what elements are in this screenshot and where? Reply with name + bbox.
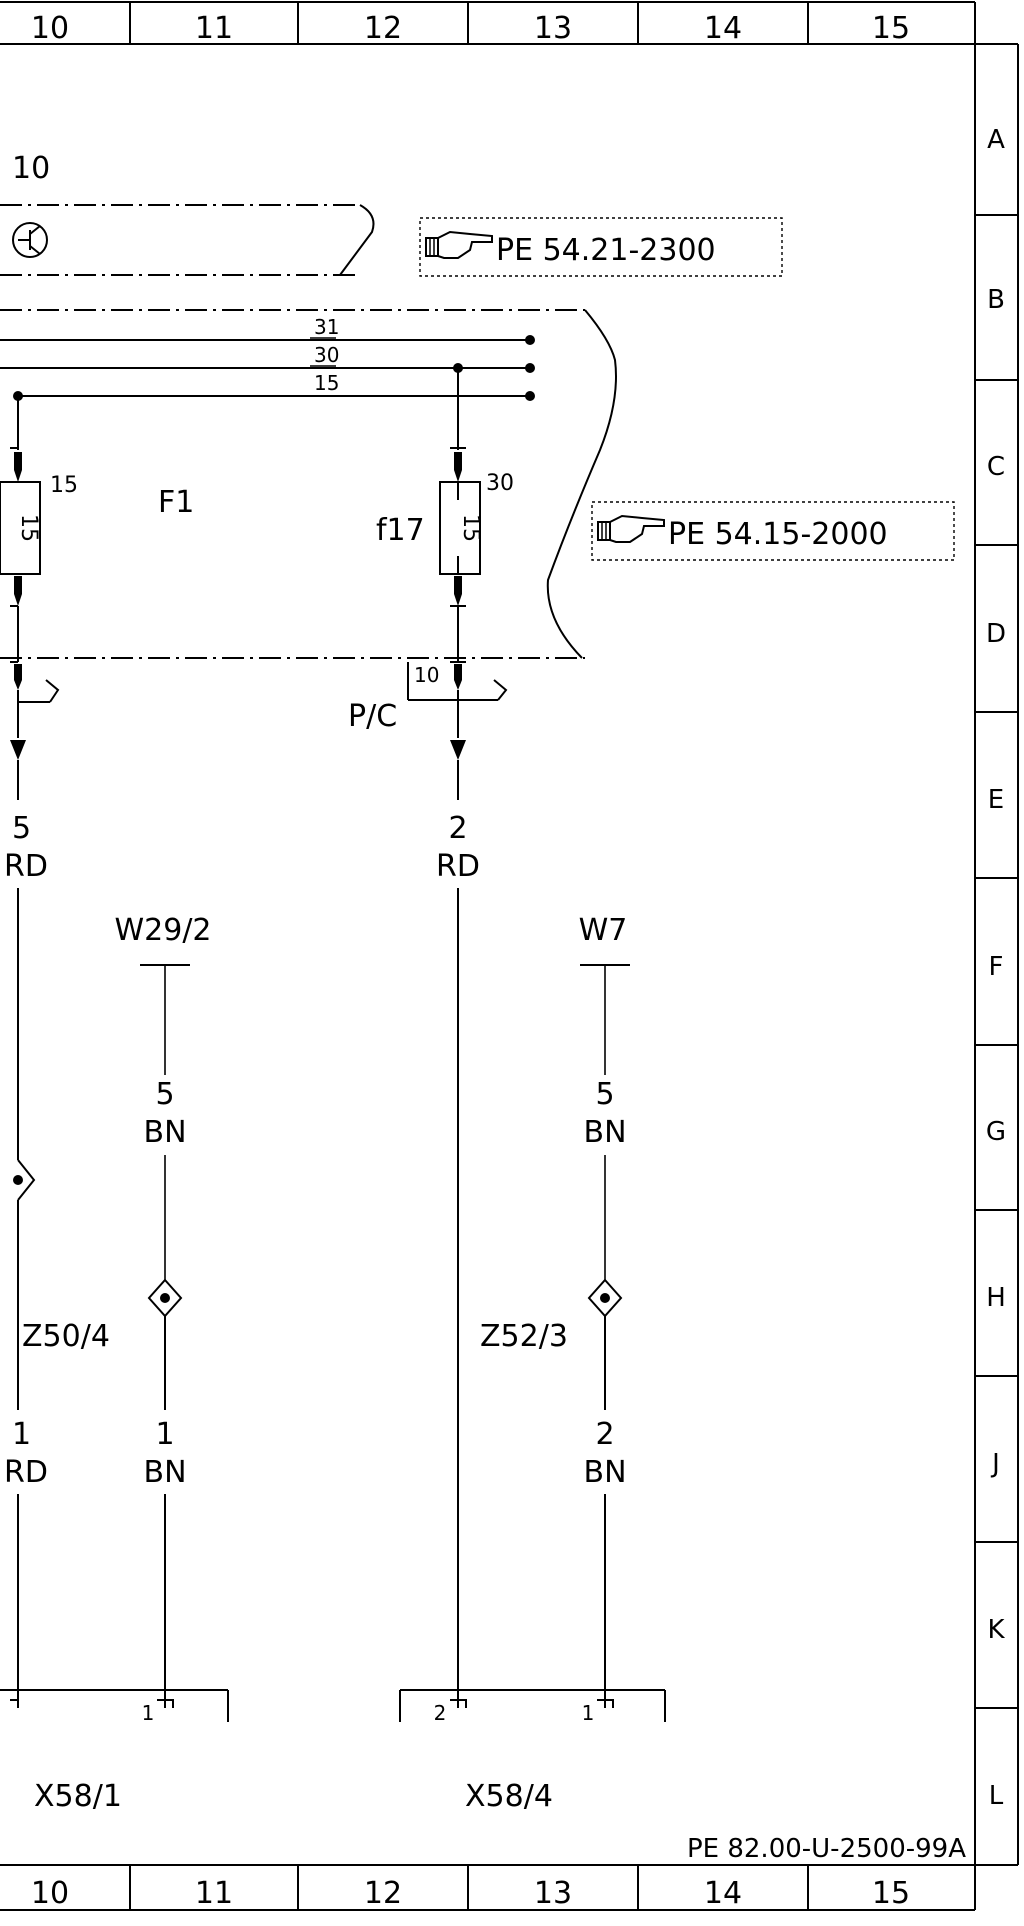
x58-4-pin-2: 2 [434, 1701, 447, 1725]
z52-wire-size: 2 [595, 1417, 614, 1452]
w7-wire-color: BN [583, 1115, 626, 1150]
pc-label: P/C [348, 699, 397, 734]
col-label-12-bottom: 12 [364, 1876, 402, 1911]
column-ruler-bottom: 10 11 12 13 14 15 [31, 1865, 910, 1911]
fuse-f17-label: f17 [376, 513, 425, 548]
col-label-14: 14 [704, 11, 742, 46]
row-label-d: D [986, 619, 1006, 649]
pointing-hand-icon [425, 230, 493, 259]
col-label-14-bottom: 14 [704, 1876, 742, 1911]
row-label-g: G [986, 1117, 1006, 1147]
fuse-box-f1: F1 [0, 309, 617, 659]
connector-x58-4: 2 1 X58/4 [399, 1689, 666, 1814]
connector-x58-1-label: X58/1 [34, 1779, 122, 1814]
fuse-f17-terminal: 30 [486, 471, 514, 496]
fuse-f17: 15 f17 30 [376, 368, 514, 690]
reference-box-b[interactable]: PE 54.21-2300 [419, 217, 783, 277]
bus-30-label: 30 [314, 343, 339, 367]
fuse-left: 15 15 [0, 396, 78, 800]
pc-connector: 10 P/C [348, 662, 508, 800]
row-label-b: B [987, 285, 1005, 315]
row-ruler-right: A B C D E F G H J K L [975, 125, 1018, 1811]
z50-wire-color: BN [143, 1455, 186, 1490]
row-label-c: C [987, 452, 1005, 482]
col-label-10: 10 [31, 11, 69, 46]
row-label-l: L [989, 1781, 1004, 1811]
col-label-12: 12 [364, 11, 402, 46]
center-wire-size: 2 [448, 811, 467, 846]
col-label-15-bottom: 15 [872, 1876, 910, 1911]
connector-block-top: 10 [0, 151, 375, 276]
row-label-k: K [987, 1615, 1005, 1645]
w29-wire-size: 5 [155, 1077, 174, 1112]
col-label-11: 11 [195, 11, 233, 46]
row-label-f: F [989, 952, 1004, 982]
z50-wire-size: 1 [155, 1417, 174, 1452]
reference-c-text: PE 54.15-2000 [668, 517, 888, 552]
ground-w7: W7 5 BN Z52/3 2 BN [480, 913, 630, 1700]
reference-box-c[interactable]: PE 54.15-2000 [591, 501, 955, 561]
splice-z52-label: Z52/3 [480, 1319, 568, 1354]
splice-diamond-icon [147, 1278, 183, 1318]
wire-left: 1 RD [4, 888, 48, 1700]
splice-diamond-icon [587, 1278, 623, 1318]
wire-labels-upper: 5 RD 2 RD [4, 811, 480, 884]
pc-pin-number: 10 [414, 663, 439, 687]
w29-wire-color: BN [143, 1115, 186, 1150]
connector-x58-4-label: X58/4 [465, 1779, 553, 1814]
col-label-11-bottom: 11 [195, 1876, 233, 1911]
bus-31-label: 31 [314, 315, 339, 339]
center-wire-color: RD [436, 849, 480, 884]
z52-wire-color: BN [583, 1455, 626, 1490]
col-label-13-bottom: 13 [534, 1876, 572, 1911]
left-wire-color: RD [4, 849, 48, 884]
x58-4-pin-1: 1 [582, 1701, 595, 1725]
fuse-left-rating: 15 [16, 514, 41, 542]
fuse-box-label: F1 [158, 485, 194, 520]
bus-15-label: 15 [314, 371, 339, 395]
col-label-10-bottom: 10 [31, 1876, 69, 1911]
transistor-symbol-icon [12, 222, 48, 258]
left-wire-size: 5 [12, 811, 31, 846]
document-number: PE 82.00-U-2500-99A [687, 1834, 966, 1864]
connector-x58-1: 1 X58/1 [0, 1689, 229, 1814]
ground-w29-label: W29/2 [114, 913, 211, 948]
column-ruler-top: 10 11 12 13 14 15 [31, 2, 910, 46]
row-label-a: A [987, 125, 1005, 155]
col-label-15: 15 [872, 11, 910, 46]
bus-bars: 31 30 15 [0, 315, 535, 401]
row-label-j: J [990, 1449, 1000, 1479]
row-label-e: E [988, 785, 1004, 815]
left-low-size: 1 [12, 1417, 31, 1452]
w7-wire-size: 5 [595, 1077, 614, 1112]
splice-z50-label: Z50/4 [22, 1319, 110, 1354]
x58-1-pin-1: 1 [142, 1701, 155, 1725]
left-low-color: RD [4, 1455, 48, 1490]
col-label-13: 13 [534, 11, 572, 46]
fuse-box-break [546, 309, 617, 659]
connector-top-number: 10 [12, 151, 50, 186]
ground-w29-2: W29/2 5 BN Z50/4 1 BN [22, 913, 212, 1700]
reference-b-text: PE 54.21-2300 [496, 233, 716, 268]
fuse-f17-rating: 15 [458, 514, 483, 542]
pointing-hand-icon [597, 514, 665, 543]
ground-w7-label: W7 [579, 913, 628, 948]
row-label-h: H [986, 1283, 1006, 1313]
fuse-left-terminal: 15 [50, 473, 78, 498]
connector-break-top [339, 204, 375, 276]
